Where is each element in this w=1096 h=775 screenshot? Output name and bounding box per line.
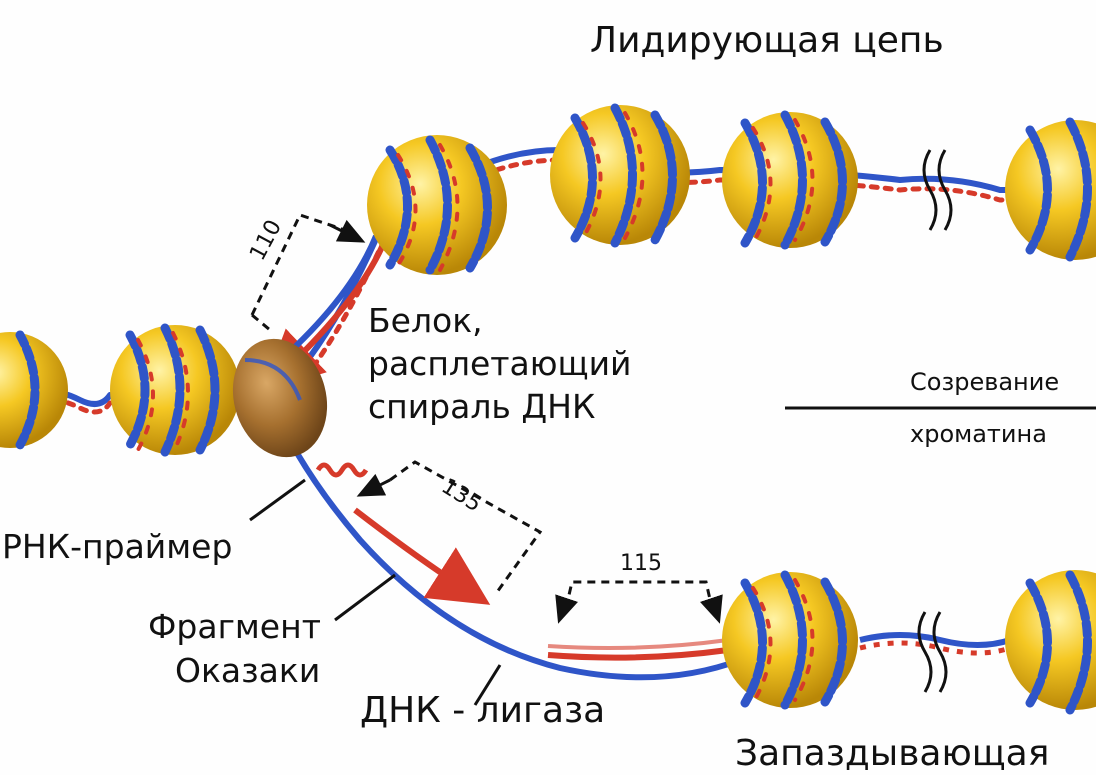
helicase-label-line1: Белок, (368, 301, 483, 340)
okazaki-label-line2: Оказаки (175, 651, 320, 690)
distance-135-label: 135 (437, 474, 486, 517)
rna-primer-squiggle (318, 465, 366, 475)
lagging-strand-label: Запаздывающая (735, 733, 1049, 774)
rna-primer-label: РНК-праймер (2, 527, 232, 566)
distance-115-arrow-right (712, 600, 718, 618)
distance-110-label: 110 (245, 216, 287, 265)
okazaki-label-line1: Фрагмент (148, 607, 321, 646)
distance-115-bracket (566, 582, 712, 608)
helicase-protein (220, 328, 340, 468)
distance-135-bracket (390, 462, 540, 595)
helicase-label-line2: расплетающий (368, 344, 631, 383)
maturation-label-line2: хроматина (910, 420, 1047, 448)
ligase-label: ДНК - лигаза (360, 690, 605, 731)
previous-fragment (548, 650, 728, 658)
distance-110-arrow (330, 225, 360, 240)
distance-115-arrow-left (560, 600, 566, 618)
helicase-label-line3: спираль ДНК (368, 387, 595, 426)
maturation-label-line1: Созревание (910, 368, 1059, 396)
leading-strand-label: Лидирующая цепь (590, 20, 944, 61)
distance-115-label: 115 (620, 551, 662, 576)
lagging-template-strand (270, 400, 740, 677)
distance-135-arrow (362, 480, 390, 494)
